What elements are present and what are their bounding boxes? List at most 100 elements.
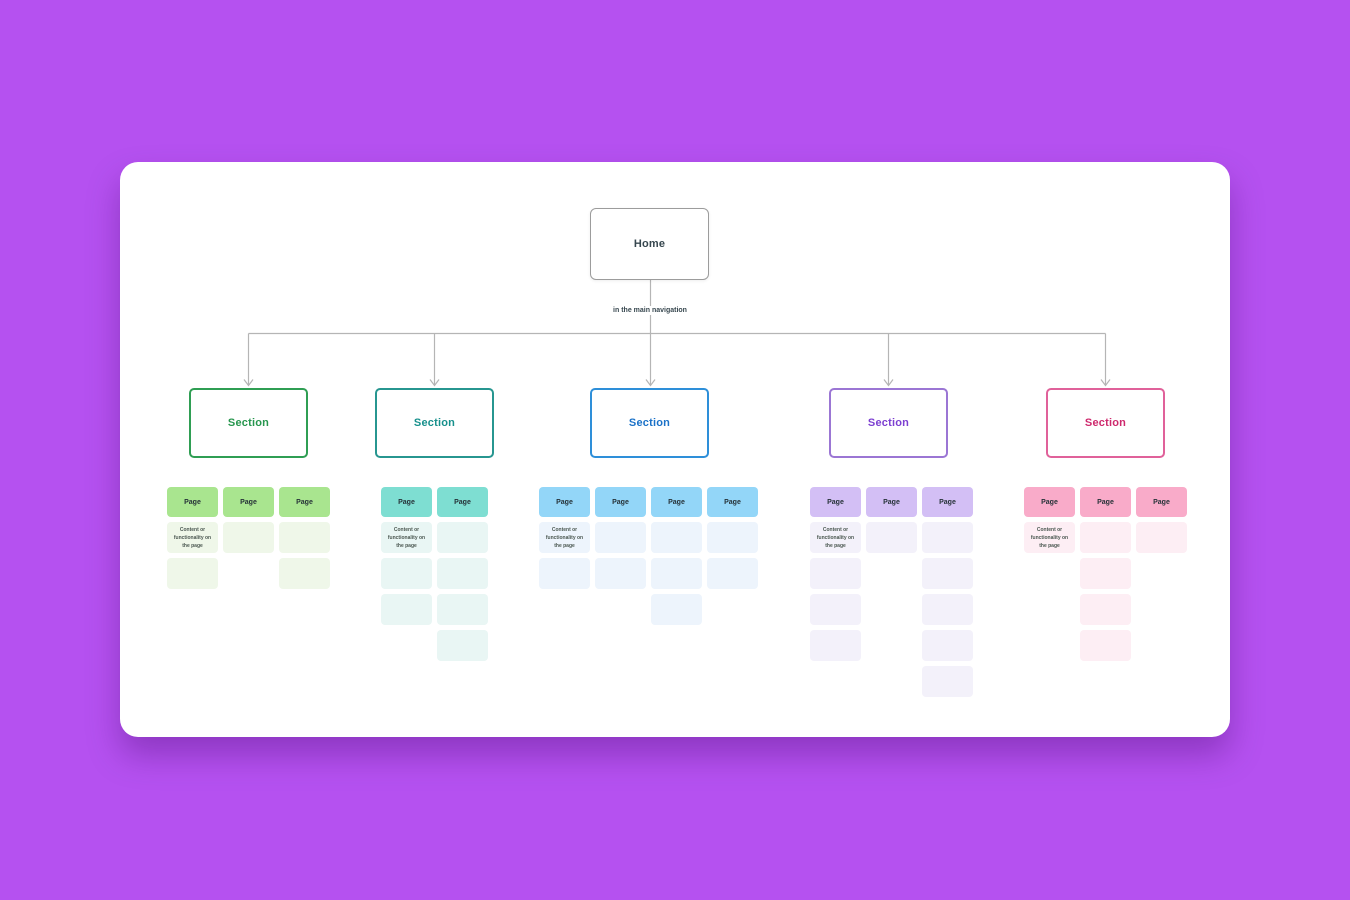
page-node[interactable]: Page	[866, 487, 917, 517]
content-card[interactable]	[1080, 630, 1131, 661]
content-card[interactable]	[1080, 558, 1131, 589]
page-label: Page	[184, 498, 201, 506]
content-card[interactable]	[922, 666, 973, 697]
page-column: Page	[279, 487, 330, 589]
page-label: Page	[612, 498, 629, 506]
content-card[interactable]	[1080, 594, 1131, 625]
content-card[interactable]	[437, 522, 488, 553]
content-card[interactable]	[279, 522, 330, 553]
content-card[interactable]	[922, 558, 973, 589]
content-card[interactable]	[922, 630, 973, 661]
page-node[interactable]: Page	[810, 487, 861, 517]
content-card-text: Content or functionality on the page	[816, 526, 855, 549]
content-card[interactable]	[810, 594, 861, 625]
page-label: Page	[724, 498, 741, 506]
page-node[interactable]: Page	[651, 487, 702, 517]
content-card[interactable]	[707, 558, 758, 589]
content-card[interactable]	[1136, 522, 1187, 553]
page-node[interactable]: Page	[539, 487, 590, 517]
page-node[interactable]: Page	[1080, 487, 1131, 517]
page-node[interactable]: Page	[381, 487, 432, 517]
content-card[interactable]: Content or functionality on the page	[1024, 522, 1075, 553]
page-column: Page	[866, 487, 917, 697]
content-card[interactable]	[922, 522, 973, 553]
page-column: Page	[437, 487, 488, 661]
section-node[interactable]: Section	[590, 388, 709, 458]
connector-label: in the main navigation	[609, 306, 691, 315]
content-card[interactable]: Content or functionality on the page	[810, 522, 861, 553]
content-card[interactable]	[922, 594, 973, 625]
connector-tree	[243, 280, 1111, 387]
page-label: Page	[668, 498, 685, 506]
page-column: Page	[651, 487, 702, 625]
content-card[interactable]	[381, 558, 432, 589]
content-card-text: Content or functionality on the page	[545, 526, 584, 549]
content-card[interactable]	[437, 594, 488, 625]
page-column: Page	[922, 487, 973, 697]
page-label: Page	[883, 498, 900, 506]
page-node[interactable]: Page	[922, 487, 973, 517]
page-label: Page	[240, 498, 257, 506]
page-label: Page	[556, 498, 573, 506]
section-label: Section	[628, 417, 671, 429]
content-card[interactable]	[167, 558, 218, 589]
content-card[interactable]	[437, 630, 488, 661]
section-node[interactable]: Section	[829, 388, 948, 458]
content-card[interactable]	[279, 558, 330, 589]
section-node[interactable]: Section	[1046, 388, 1165, 458]
page-node[interactable]: Page	[223, 487, 274, 517]
page-node[interactable]: Page	[437, 487, 488, 517]
page-node[interactable]: Page	[595, 487, 646, 517]
content-card[interactable]	[810, 630, 861, 661]
home-node[interactable]: Home	[590, 208, 709, 280]
content-card[interactable]	[595, 558, 646, 589]
content-card[interactable]	[223, 522, 274, 553]
content-card[interactable]	[1080, 522, 1131, 553]
content-card[interactable]	[810, 558, 861, 589]
content-card[interactable]	[866, 522, 917, 553]
page-column: Page	[707, 487, 758, 625]
content-card[interactable]	[651, 558, 702, 589]
content-card[interactable]	[595, 522, 646, 553]
section-label: Section	[227, 417, 270, 429]
content-card[interactable]	[437, 558, 488, 589]
page-node[interactable]: Page	[167, 487, 218, 517]
arrowhead-icon	[645, 379, 656, 387]
arrowhead-icon	[243, 379, 254, 387]
section-node[interactable]: Section	[375, 388, 494, 458]
content-card[interactable]	[539, 558, 590, 589]
arrowhead-icon	[883, 379, 894, 387]
content-card-text: Content or functionality on the page	[1030, 526, 1069, 549]
page-label: Page	[827, 498, 844, 506]
content-card[interactable]	[381, 594, 432, 625]
page-column: Page	[1080, 487, 1131, 661]
content-card[interactable]: Content or functionality on the page	[539, 522, 590, 553]
content-card[interactable]: Content or functionality on the page	[167, 522, 218, 553]
page-label: Page	[1041, 498, 1058, 506]
content-card[interactable]	[707, 522, 758, 553]
page-label: Page	[1153, 498, 1170, 506]
page-label: Page	[398, 498, 415, 506]
page-column: Page	[595, 487, 646, 625]
page-node[interactable]: Page	[279, 487, 330, 517]
content-card[interactable]: Content or functionality on the page	[381, 522, 432, 553]
content-card[interactable]	[651, 594, 702, 625]
connector-lines	[243, 280, 1111, 387]
content-card[interactable]	[651, 522, 702, 553]
page-node[interactable]: Page	[707, 487, 758, 517]
section-node[interactable]: Section	[189, 388, 308, 458]
page-node[interactable]: Page	[1024, 487, 1075, 517]
page-label: Page	[1097, 498, 1114, 506]
page-label: Page	[296, 498, 313, 506]
page-column: Page	[1136, 487, 1187, 661]
page-node[interactable]: Page	[1136, 487, 1187, 517]
